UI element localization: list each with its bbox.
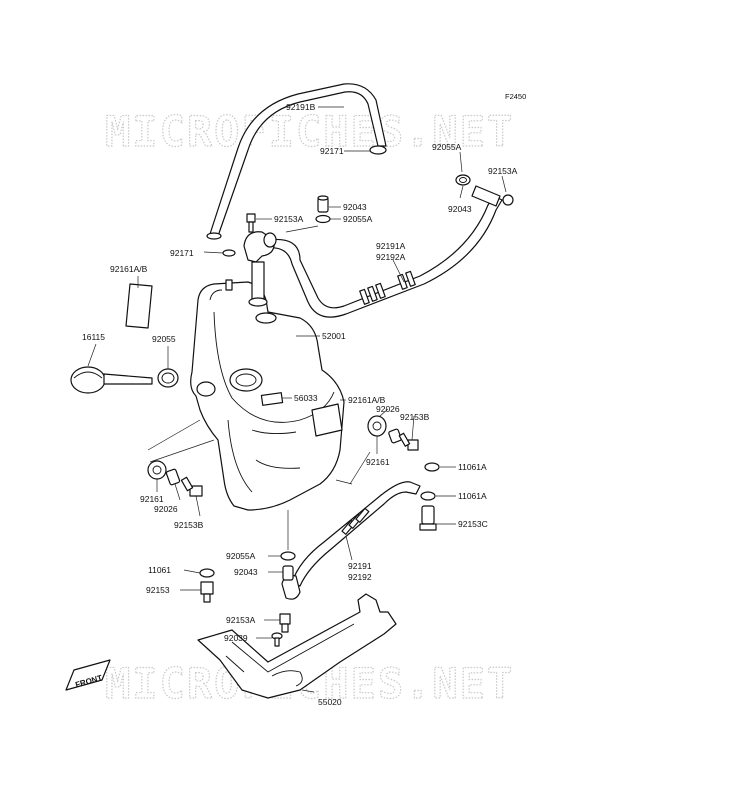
fitting-92153a-top — [471, 185, 514, 207]
fuel-tank-52001 — [190, 261, 345, 511]
label-92153b-right: 92153B — [400, 412, 430, 422]
label-92192a: 92192A — [376, 252, 406, 262]
label-92171-top: 92171 — [320, 146, 344, 156]
label-92153a-bottom: 92153A — [226, 615, 256, 625]
label-92191a: 92191A — [376, 241, 406, 251]
ring-92055a-bottom — [280, 551, 296, 561]
fuel-hose-92191 — [291, 481, 421, 587]
label-11061: 11061 — [148, 565, 171, 575]
damper-92161-right — [367, 415, 387, 437]
label-92191: 92191 — [348, 561, 372, 571]
breather-hose-92191b — [206, 83, 387, 240]
label-92161ab-right: 92161A/B — [348, 395, 386, 405]
clip-11061a-2 — [420, 491, 436, 501]
label-92161ab-left: 92161A/B — [110, 264, 148, 274]
clip-11061 — [199, 568, 215, 578]
bolt-92153b-right — [398, 432, 419, 451]
collar-92043-bottom — [282, 565, 294, 581]
label-92055a-bottom: 92055A — [226, 551, 256, 561]
bolt-92153 — [200, 581, 214, 603]
label-92055: 92055 — [152, 334, 176, 344]
label-92039: 92039 — [224, 633, 248, 643]
label-92161-left: 92161 — [140, 494, 164, 504]
label-92026-right: 92026 — [376, 404, 400, 414]
clamp-92171-top — [369, 145, 387, 155]
label-92153b-left: 92153B — [174, 520, 204, 530]
label-92026-left: 92026 — [154, 504, 178, 514]
label-92153a-mid: 92153A — [274, 214, 304, 224]
label-11061a-2: 11061A — [458, 491, 487, 501]
bolt-92153c — [419, 505, 437, 531]
label-55020: 55020 — [318, 697, 342, 707]
collar-92026-right — [388, 428, 402, 444]
damper-92161-left — [147, 460, 167, 480]
clip-11061a-1 — [424, 462, 440, 472]
label-52001: 52001 — [322, 331, 346, 341]
bolt-92153a-mid — [246, 213, 256, 233]
label-11061a-1: 11061A — [458, 462, 487, 472]
tee-fitting — [243, 231, 277, 263]
label-92192: 92192 — [348, 572, 372, 582]
bolt-92153b-left — [180, 476, 203, 497]
fuel-hose-92191a — [267, 195, 503, 318]
fuel-cap-16115 — [70, 366, 153, 394]
label-56033: 56033 — [294, 393, 318, 403]
front-arrow: FRONT — [65, 659, 111, 691]
label-92153: 92153 — [146, 585, 170, 595]
label-92153a-top: 92153A — [488, 166, 518, 176]
label-92043-mid: 92043 — [343, 202, 367, 212]
collar-92043-mid — [317, 195, 329, 213]
label-92043-right: 92043 — [448, 204, 472, 214]
label-92055a-mid: 92055A — [343, 214, 373, 224]
pad-92161ab-left — [125, 283, 153, 329]
label-92055a-top: 92055A — [432, 142, 462, 152]
label-92161-right: 92161 — [366, 457, 390, 467]
label-92043-bottom: 92043 — [234, 567, 258, 577]
bolt-92153a-bottom — [279, 613, 291, 633]
clamp-92171-mid — [222, 249, 236, 257]
screw-92039 — [271, 632, 283, 647]
label-92171-mid: 92171 — [170, 248, 194, 258]
gasket-92055 — [157, 368, 179, 388]
figure-code: F2450 — [505, 92, 526, 101]
label-56033 — [260, 392, 284, 406]
ring-92055a-top — [455, 174, 471, 186]
label-92153c: 92153C — [458, 519, 488, 529]
collar-92026-left — [165, 468, 181, 486]
label-16115: 16115 — [82, 332, 105, 342]
label-92191b: 92191B — [286, 102, 316, 112]
guard-55020 — [197, 593, 397, 699]
ring-92055a-mid — [315, 214, 331, 224]
pad-92161ab-right — [311, 403, 343, 437]
tank-stud — [225, 279, 233, 291]
watermark-top: MICROFICHES.NET — [105, 107, 514, 156]
